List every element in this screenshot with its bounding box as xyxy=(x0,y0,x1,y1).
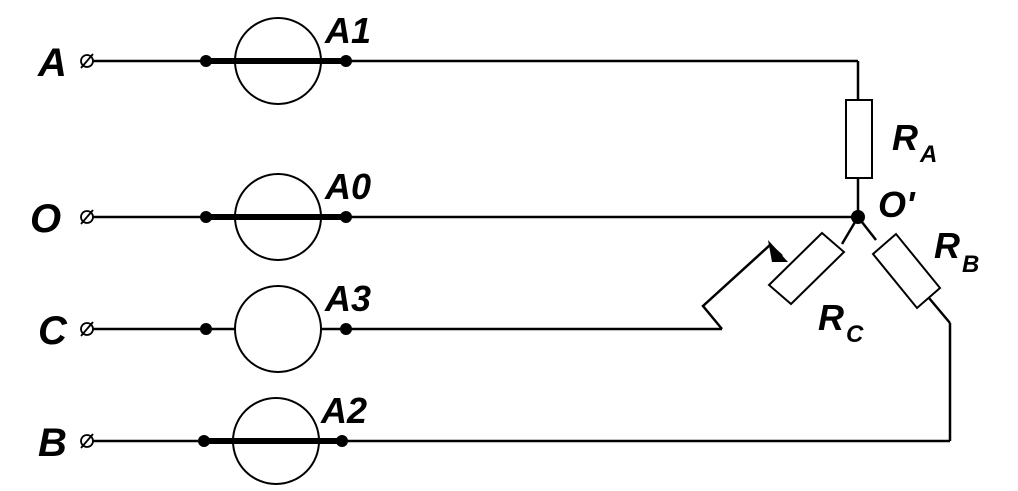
wire-node-to-rb xyxy=(857,216,877,241)
terminal-label-a: A xyxy=(37,41,67,85)
neutral-node-label: O' xyxy=(878,184,916,225)
line-o: O A0 xyxy=(30,166,858,261)
line-a: A A1 xyxy=(37,10,860,105)
node-dot xyxy=(336,435,348,447)
wire-rb-out xyxy=(928,297,951,324)
line-b: B A2 xyxy=(38,390,950,485)
resistor-rb-sub: B xyxy=(962,251,979,278)
terminal-slash xyxy=(80,321,94,337)
resistor-rc-main: R xyxy=(818,297,844,338)
ammeter-label-a3: A3 xyxy=(324,278,371,319)
resistor-label-rb: RB xyxy=(934,225,979,278)
resistor-label-ra: RA xyxy=(892,117,937,168)
terminal-slash xyxy=(80,209,94,225)
node-dot xyxy=(340,55,352,67)
node-dot xyxy=(200,55,212,67)
wire-node-to-rc xyxy=(840,216,860,245)
resistor-ra-main: R xyxy=(892,117,918,158)
terminal-label-b: B xyxy=(38,421,67,465)
resistor-rc-sub: C xyxy=(846,321,864,348)
terminal-label-o: O xyxy=(30,197,61,241)
node-dot xyxy=(340,323,352,335)
line-c: C A3 xyxy=(38,240,788,373)
resistor-ra: RA xyxy=(845,99,937,217)
terminal-label-c: C xyxy=(38,309,68,353)
resistor-rc-body xyxy=(767,231,846,306)
node-dot xyxy=(198,435,210,447)
ammeter-label-a2: A2 xyxy=(320,390,367,431)
resistor-label-rc: RC xyxy=(818,297,864,348)
resistor-ra-body xyxy=(845,99,873,179)
ammeter-a3 xyxy=(234,285,322,373)
resistor-rb: RB xyxy=(857,216,979,441)
resistor-ra-sub: A xyxy=(919,141,937,168)
node-dot xyxy=(340,211,352,223)
node-dot xyxy=(200,211,212,223)
node-dot xyxy=(200,323,212,335)
resistor-rc: RC xyxy=(767,216,864,348)
arrow-icon xyxy=(768,240,788,262)
ammeter-label-a0: A0 xyxy=(324,166,371,207)
ammeter-label-a1: A1 xyxy=(324,10,371,51)
terminal-slash xyxy=(80,53,94,69)
resistor-rb-body xyxy=(871,232,942,310)
terminal-slash xyxy=(80,433,94,449)
resistor-rb-main: R xyxy=(934,225,960,266)
